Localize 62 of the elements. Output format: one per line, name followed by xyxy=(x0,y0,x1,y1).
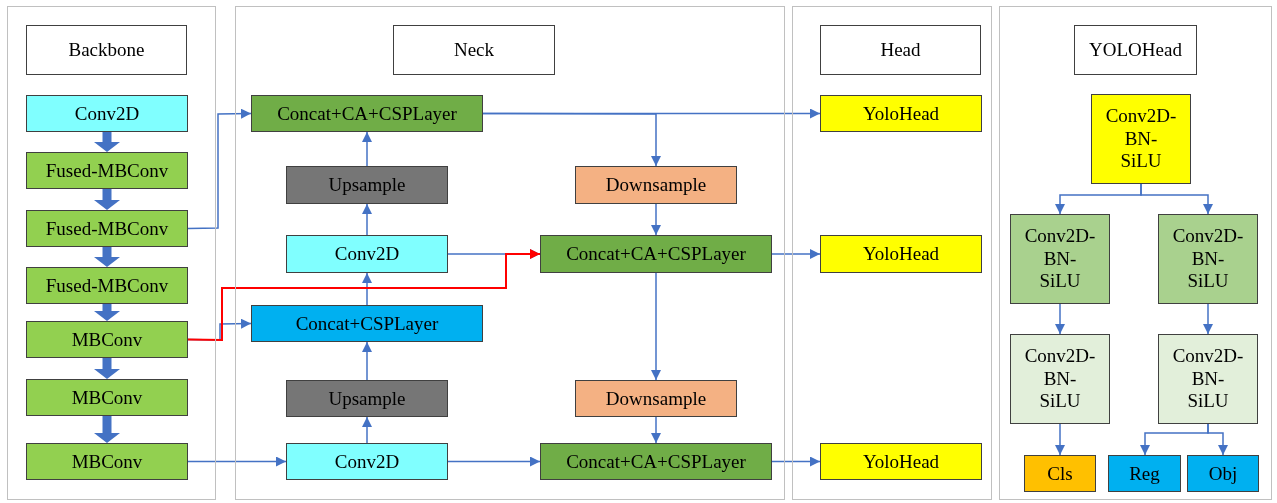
arrow xyxy=(651,416,661,444)
block-box: MBConv xyxy=(26,321,188,358)
arrow xyxy=(651,203,661,236)
arrow xyxy=(362,341,372,381)
block-arrow xyxy=(94,358,120,379)
block-arrow xyxy=(94,247,120,267)
block-box: Concat+CSPLayer xyxy=(251,305,483,342)
section-title-box: Backbone xyxy=(26,25,187,75)
block-box: Downsample xyxy=(575,166,737,204)
block-box: YoloHead xyxy=(820,443,982,480)
arrow xyxy=(362,131,372,167)
block-box: Conv2D xyxy=(26,95,188,132)
arrow xyxy=(1055,303,1065,335)
block-box: Conv2D xyxy=(286,443,448,480)
block-box: Cls xyxy=(1024,455,1096,492)
section-title-box: YOLOHead xyxy=(1074,25,1197,75)
block-box: Conv2D-BN-SiLU xyxy=(1091,94,1191,184)
block-box: Concat+CA+CSPLayer xyxy=(251,95,483,132)
arrow xyxy=(771,456,821,467)
arrow xyxy=(362,272,372,306)
block-box: YoloHead xyxy=(820,235,982,273)
arrow xyxy=(187,249,541,341)
arrow xyxy=(771,249,821,259)
block-box: Conv2D-BN-SiLU xyxy=(1010,334,1110,424)
block-box: Fused-MBConv xyxy=(26,210,188,247)
block-box: Downsample xyxy=(575,380,737,417)
block-box: MBConv xyxy=(26,379,188,416)
arrow xyxy=(651,272,661,381)
block-box: Fused-MBConv xyxy=(26,267,188,304)
block-arrow xyxy=(94,304,120,321)
arrow xyxy=(482,112,661,167)
block-box: Conv2D-BN-SiLU xyxy=(1158,334,1258,424)
section-title-box: Neck xyxy=(393,25,555,75)
block-arrow xyxy=(94,189,120,210)
block-box: Upsample xyxy=(286,166,448,204)
arrow xyxy=(1207,423,1228,456)
section-panel xyxy=(235,6,785,500)
section-panel xyxy=(999,6,1272,500)
section-panel xyxy=(792,6,992,500)
arrow xyxy=(187,456,287,467)
arrow xyxy=(1140,183,1213,215)
block-box: Reg xyxy=(1108,455,1181,492)
block-box: Upsample xyxy=(286,380,448,417)
arrow xyxy=(362,203,372,236)
block-arrow xyxy=(94,132,120,152)
arrow xyxy=(187,108,252,230)
section-panel xyxy=(7,6,216,500)
arrow xyxy=(447,456,541,467)
block-box: Concat+CA+CSPLayer xyxy=(540,235,772,273)
block-box: YoloHead xyxy=(820,95,982,132)
arrow xyxy=(1203,303,1213,335)
block-arrow xyxy=(94,416,120,443)
block-box: MBConv xyxy=(26,443,188,480)
block-box: Conv2D xyxy=(286,235,448,273)
block-box: Concat+CA+CSPLayer xyxy=(540,443,772,480)
block-box: Obj xyxy=(1187,455,1259,492)
section-title-box: Head xyxy=(820,25,981,75)
block-box: Conv2D-BN-SiLU xyxy=(1010,214,1110,304)
arrow xyxy=(362,416,372,444)
arrow xyxy=(1055,423,1065,456)
block-box: Fused-MBConv xyxy=(26,152,188,189)
block-box: Conv2D-BN-SiLU xyxy=(1158,214,1258,304)
